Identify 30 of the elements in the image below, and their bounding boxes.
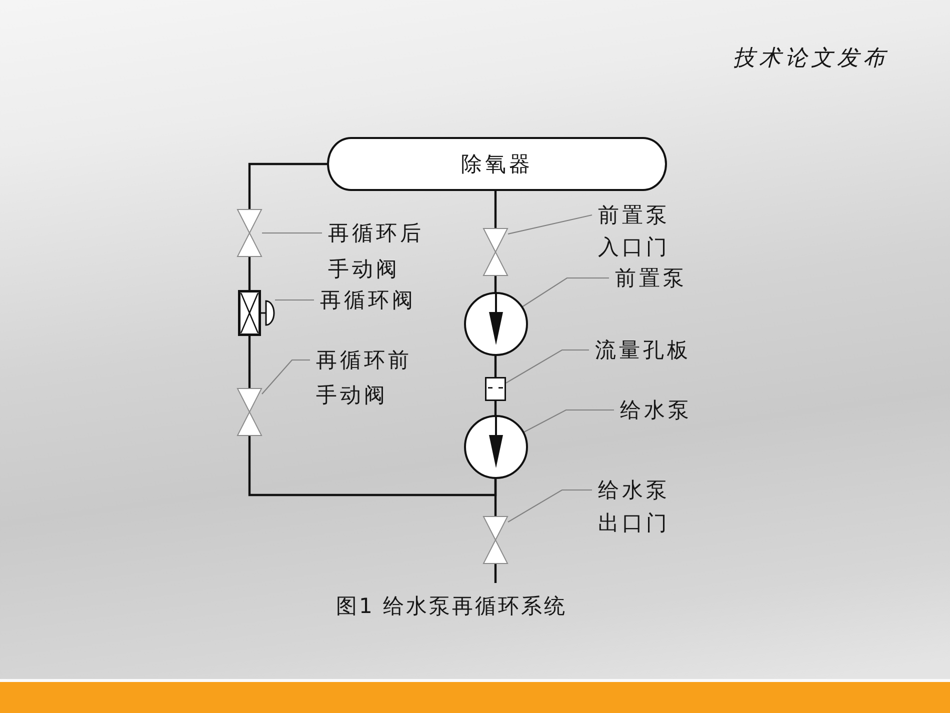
- component-label: 前置泵入口门: [592, 199, 674, 263]
- pipe-line: [248, 336, 251, 388]
- leader-line: [262, 232, 322, 234]
- component-label: 再循环阀: [314, 284, 416, 316]
- component-label: 再循环前手动阀: [310, 342, 416, 412]
- figure-caption: 图1 给水泵再循环系统: [336, 593, 568, 620]
- pipe-line: [494, 401, 497, 416]
- leader-line: [262, 359, 310, 394]
- tank-label: 除氧器: [461, 151, 533, 178]
- pipe-line: [248, 436, 497, 496]
- leader-line: [275, 299, 314, 301]
- leader-line: [521, 277, 609, 308]
- pipe-line: [494, 191, 497, 228]
- slide-heading: 技术论文发布: [733, 45, 889, 73]
- component-label: 给水泵: [614, 394, 692, 426]
- component-label: 前置泵: [609, 262, 687, 294]
- leader-line: [522, 409, 614, 434]
- component-label: 给水泵出口门: [592, 474, 674, 540]
- pipe-line: [494, 478, 497, 516]
- pipe-line: [248, 257, 251, 290]
- tank-vessel: [327, 137, 667, 191]
- leader-line: [508, 214, 592, 235]
- pipe-line: [494, 355, 497, 377]
- pipe-line: [494, 276, 497, 293]
- component-label: 再循环后手动阀: [322, 215, 428, 287]
- component-label: 流量孔板: [589, 334, 691, 366]
- leader-line: [506, 349, 589, 384]
- pipe-line: [248, 162, 327, 209]
- pipe-line: [494, 564, 497, 583]
- leader-line: [508, 489, 592, 522]
